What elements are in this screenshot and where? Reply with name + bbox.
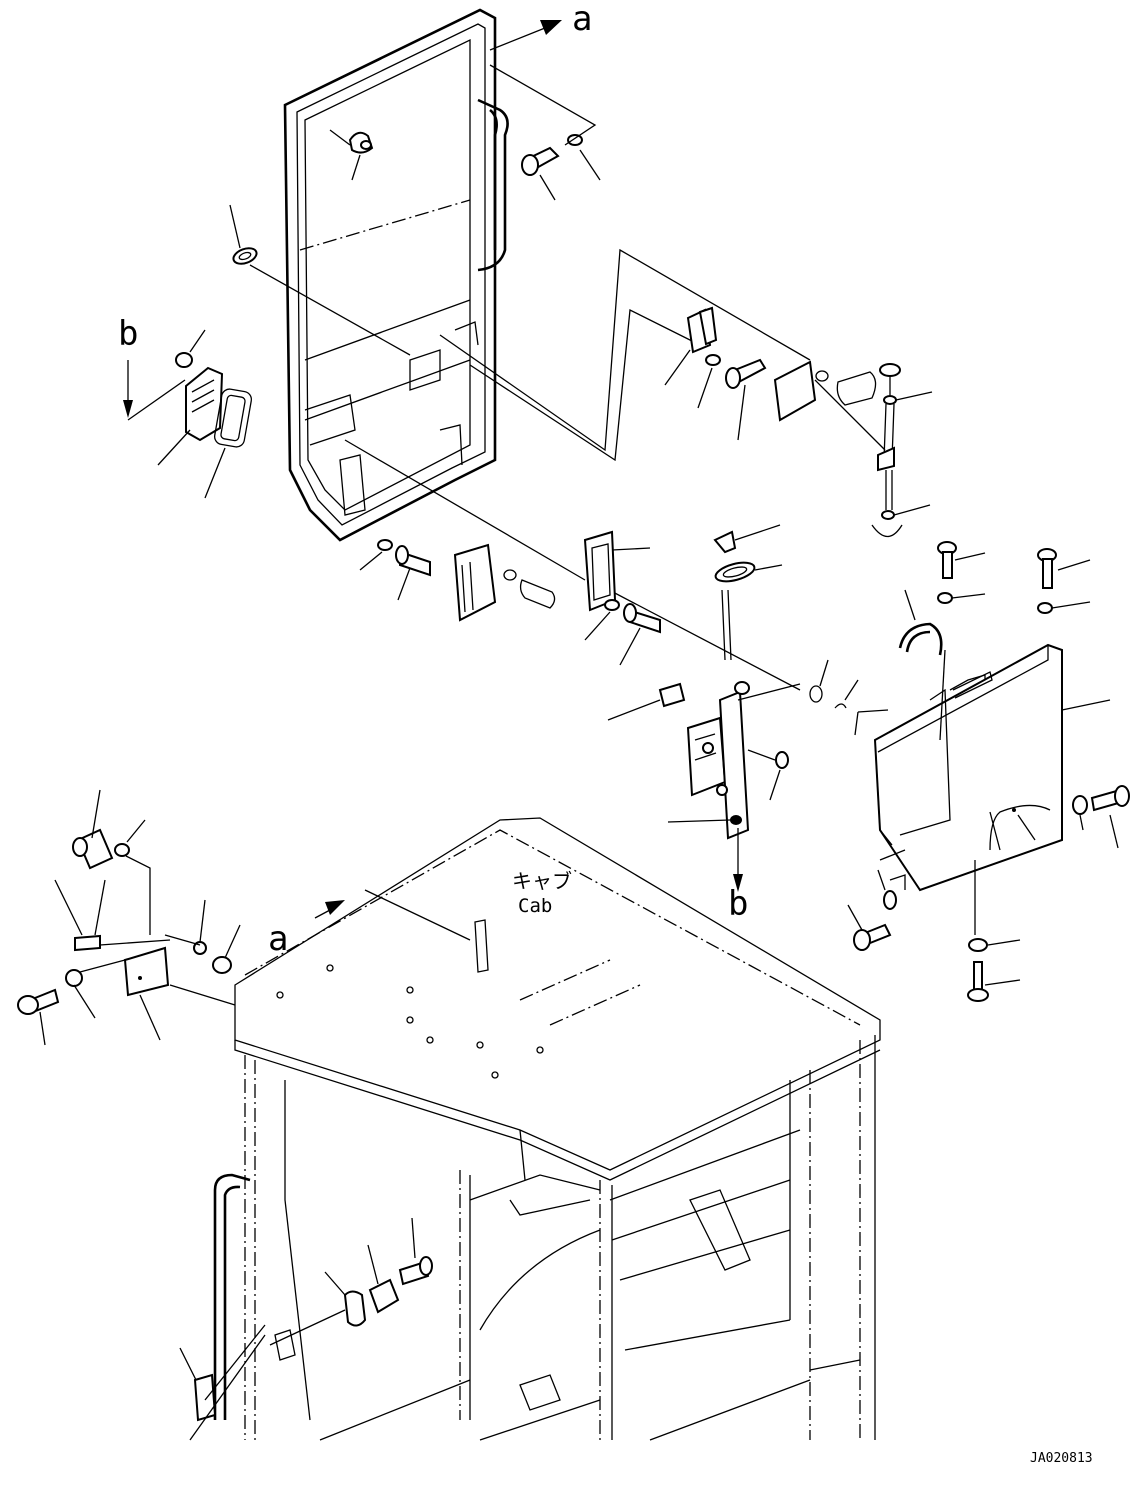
bolt-part [847, 541, 1130, 1002]
door-grab-handle [477, 98, 509, 272]
ref-label-a-cab: a [268, 919, 288, 959]
door-latch-part [127, 329, 253, 499]
cab-label-english: Cab [518, 895, 552, 917]
side-cover-panel [873, 643, 1111, 892]
hinge-bolt-part [521, 134, 601, 201]
leader-line [344, 439, 586, 581]
door-frame [283, 8, 497, 542]
ref-arrow-a-top [489, 20, 562, 51]
cap-part [348, 131, 374, 181]
lock-plate-part [583, 530, 661, 666]
cab-handrail [213, 1173, 251, 1420]
lock-rod-part [713, 524, 889, 736]
ref-label-b-left: b [118, 314, 138, 354]
lower-hinge-part [179, 1217, 433, 1441]
ref-arrow-b-mid [733, 828, 743, 892]
drawing-code: JA020813 [1030, 1451, 1093, 1466]
grommet-part [229, 204, 258, 265]
leader-line [589, 579, 801, 691]
ref-arrow-a-cab [314, 900, 345, 919]
hinge-lower-part [359, 539, 556, 622]
cab-structure [234, 817, 881, 1441]
leader-line [439, 248, 811, 452]
door-stay-rod-part [871, 363, 933, 538]
cab-roof-holes [276, 889, 641, 1079]
stay-bracket-part [17, 789, 241, 1046]
door-lock-part [607, 681, 801, 840]
ref-label-a-top: a [572, 0, 592, 39]
ref-arrow-b-left [123, 360, 133, 418]
hinge-upper-part [664, 306, 877, 441]
ref-label-b-mid: b [728, 884, 748, 924]
panel-handle-part [898, 589, 946, 741]
leader-line [489, 64, 597, 146]
leader-line [814, 379, 886, 451]
leader-line [469, 308, 701, 462]
leader-line [249, 264, 411, 356]
cab-label-japanese: キャブ [512, 869, 572, 893]
